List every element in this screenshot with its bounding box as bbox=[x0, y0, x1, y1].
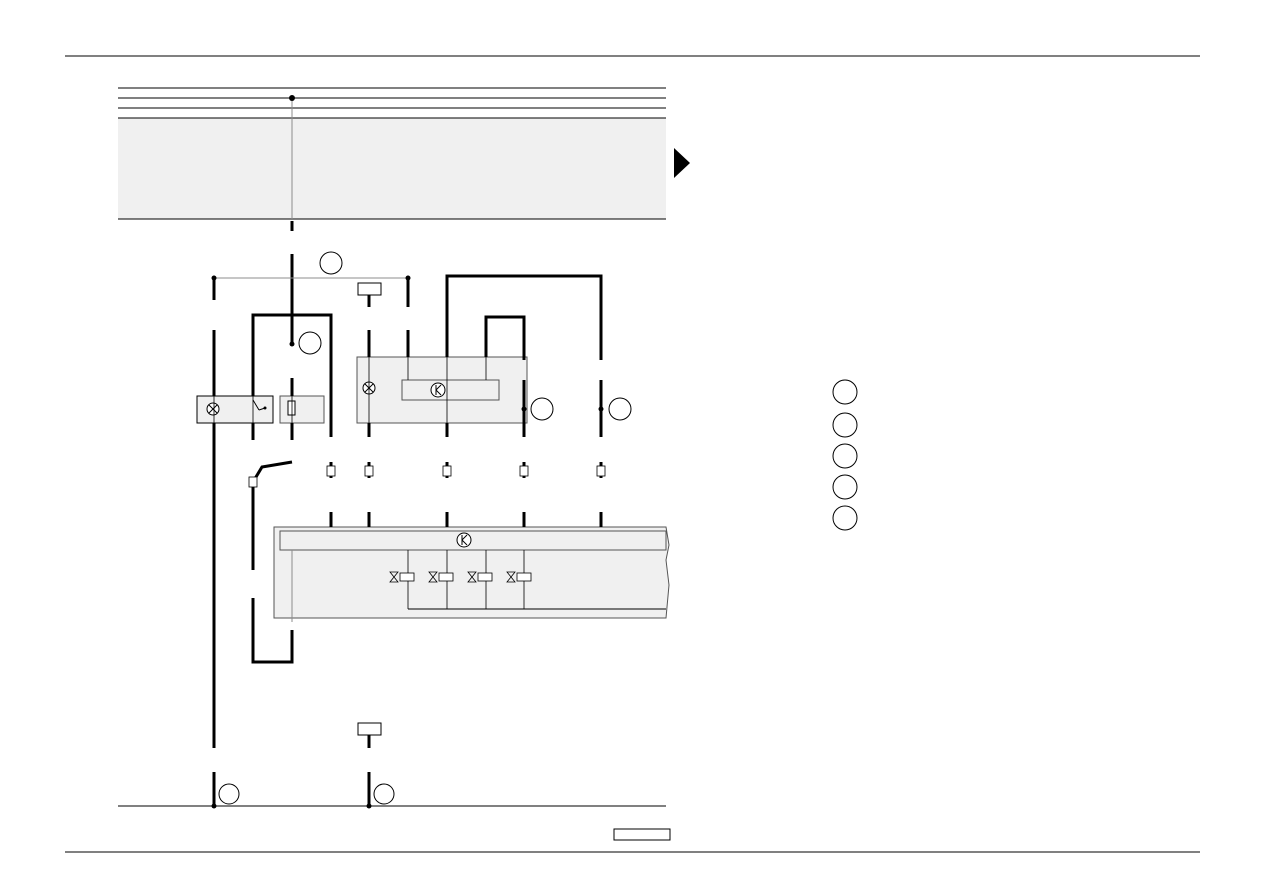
callout-6 bbox=[373, 783, 395, 805]
legend bbox=[832, 379, 858, 531]
ground-box-icon bbox=[357, 722, 382, 736]
legend-item bbox=[832, 443, 858, 469]
lamp-switch-component bbox=[196, 395, 274, 424]
connector-icon bbox=[248, 465, 606, 488]
continue-arrow-icon[interactable] bbox=[674, 148, 690, 178]
callout-5 bbox=[218, 783, 240, 805]
main-control-unit bbox=[273, 526, 670, 622]
bus-junction bbox=[289, 95, 295, 101]
switch-icon bbox=[252, 399, 267, 411]
supply-bus-block bbox=[118, 87, 666, 220]
valve-icon bbox=[389, 571, 415, 583]
control-unit-icon bbox=[430, 382, 446, 398]
legend-item bbox=[832, 474, 858, 500]
callout-2 bbox=[298, 331, 322, 355]
lamp-icon bbox=[206, 402, 220, 416]
callout-1 bbox=[319, 251, 343, 275]
valve-icon bbox=[506, 571, 532, 583]
center-component bbox=[356, 356, 528, 424]
valve-icon bbox=[467, 571, 493, 583]
legend-item bbox=[832, 505, 858, 531]
callout-4 bbox=[608, 397, 632, 421]
page-tag bbox=[613, 828, 671, 841]
fuse-icon bbox=[287, 400, 296, 416]
legend-item bbox=[832, 412, 858, 438]
fuse-component bbox=[279, 395, 325, 424]
valve-icon bbox=[428, 571, 454, 583]
control-unit-icon bbox=[456, 532, 472, 548]
callout-3 bbox=[530, 397, 554, 421]
legend-item bbox=[832, 379, 858, 405]
ground-box-icon bbox=[357, 282, 382, 296]
